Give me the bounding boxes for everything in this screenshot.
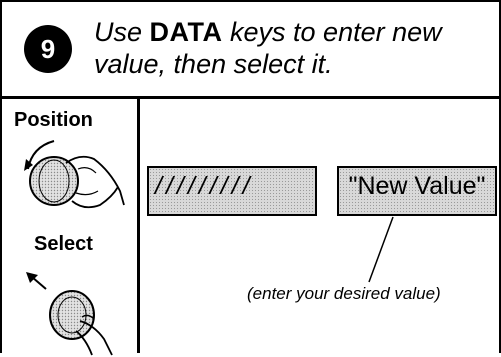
control-column: Position Select (2, 99, 140, 356)
instruction-text-post: keys to enter new value, then select it. (94, 17, 442, 79)
data-keyword: DATA (149, 17, 223, 47)
press-arrow-icon (31, 276, 47, 290)
new-value-key[interactable]: "New Value" (337, 166, 497, 216)
select-label: Select (34, 233, 93, 255)
new-value-text: "New Value" (348, 172, 486, 200)
step-number-badge: 9 (24, 25, 72, 73)
step-instruction: Use DATA keys to enter new value, then s… (94, 16, 494, 80)
rotary-knob-icon (24, 140, 125, 209)
placeholder-value-text: ///////// (155, 172, 254, 200)
push-knob-icon (26, 272, 113, 356)
instruction-text-pre: Use (94, 17, 150, 47)
value-annotation: (enter your desired value) (247, 284, 441, 303)
position-label: Position (14, 109, 93, 131)
placeholder-value-key[interactable]: ///////// (147, 166, 317, 216)
step-header: 9 Use DATA keys to enter new value, then… (2, 2, 499, 99)
